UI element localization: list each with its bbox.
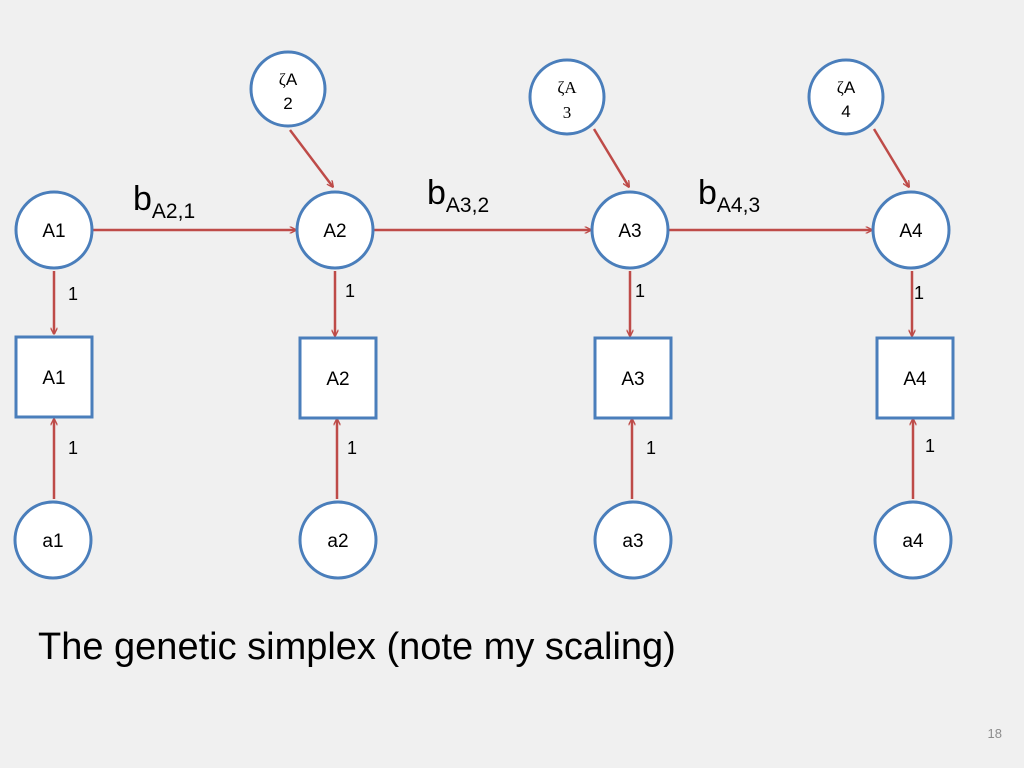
disturbance-node-4: ζA 4 bbox=[807, 58, 885, 136]
error-node-a3: a3 bbox=[593, 500, 673, 580]
path-label-base: b bbox=[133, 180, 152, 218]
error-node-label: a2 bbox=[327, 531, 348, 552]
latent-node-a1: A1 bbox=[14, 190, 94, 270]
error-node-label: a1 bbox=[42, 531, 63, 552]
zeta-letter: A bbox=[286, 70, 298, 89]
path-label-a2-a1: bA2,1 bbox=[133, 180, 195, 223]
latent-node-a4: A4 bbox=[871, 190, 951, 270]
error-label-4: 1 bbox=[925, 436, 935, 456]
zeta-letter: A bbox=[844, 78, 856, 97]
error-node-label: a4 bbox=[902, 531, 924, 552]
svg-text:ζA: ζA bbox=[837, 78, 856, 97]
loading-label-1: 1 bbox=[68, 284, 78, 304]
observed-node-label: A2 bbox=[326, 369, 349, 390]
error-node-a1: a1 bbox=[13, 500, 93, 580]
zeta-symbol: ζ bbox=[279, 70, 286, 89]
error-label-2: 1 bbox=[347, 438, 357, 458]
observed-node-a4: A4 bbox=[875, 336, 955, 420]
error-node-a2: a2 bbox=[298, 500, 378, 580]
zeta-symbol: ζ bbox=[837, 78, 844, 97]
svg-text:ζA: ζA bbox=[279, 70, 298, 89]
disturbance-node-3: ζA 3 bbox=[528, 58, 606, 136]
observed-node-a2: A2 bbox=[298, 336, 378, 420]
zeta-letter: A bbox=[564, 78, 577, 97]
path-label-sub: A3,2 bbox=[446, 194, 489, 217]
latent-node-label: A1 bbox=[42, 221, 65, 242]
loading-label-3: 1 bbox=[635, 281, 645, 301]
observed-node-label: A1 bbox=[42, 368, 65, 389]
observed-node-label: A4 bbox=[903, 369, 927, 390]
error-label-1: 1 bbox=[68, 438, 78, 458]
svg-text:ζA: ζA bbox=[557, 78, 577, 97]
path-label-sub: A4,3 bbox=[717, 194, 760, 217]
zeta-symbol: ζ bbox=[557, 78, 564, 97]
path-label-a3-a2: bA3,2 bbox=[427, 174, 489, 217]
zeta-index: 4 bbox=[841, 102, 850, 121]
error-node-a4: a4 bbox=[873, 500, 953, 580]
disturbance-arrow-3 bbox=[592, 128, 629, 187]
observed-node-label: A3 bbox=[621, 369, 644, 390]
latent-node-label: A4 bbox=[899, 221, 923, 242]
observed-node-a1: A1 bbox=[14, 335, 94, 419]
disturbance-node-2: ζA 2 bbox=[249, 50, 327, 128]
disturbance-arrow-4 bbox=[872, 128, 909, 187]
loading-label-4: 1 bbox=[914, 283, 924, 303]
latent-node-a3: A3 bbox=[590, 190, 670, 270]
error-label-3: 1 bbox=[646, 438, 656, 458]
path-label-sub: A2,1 bbox=[152, 200, 195, 223]
path-label-a4-a3: bA4,3 bbox=[698, 174, 760, 217]
path-label-base: b bbox=[698, 174, 717, 212]
latent-node-label: A2 bbox=[323, 221, 346, 242]
path-label-base: b bbox=[427, 174, 446, 212]
disturbance-arrow-2 bbox=[289, 129, 333, 187]
slide-title: The genetic simplex (note my scaling) bbox=[38, 626, 676, 668]
latent-node-a2: A2 bbox=[295, 190, 375, 270]
observed-node-a3: A3 bbox=[593, 336, 673, 420]
zeta-index: 3 bbox=[563, 103, 572, 122]
loading-label-2: 1 bbox=[345, 281, 355, 301]
latent-node-label: A3 bbox=[618, 221, 641, 242]
slide-number: 18 bbox=[987, 726, 1002, 741]
zeta-index: 2 bbox=[283, 94, 292, 113]
error-node-label: a3 bbox=[622, 531, 643, 552]
